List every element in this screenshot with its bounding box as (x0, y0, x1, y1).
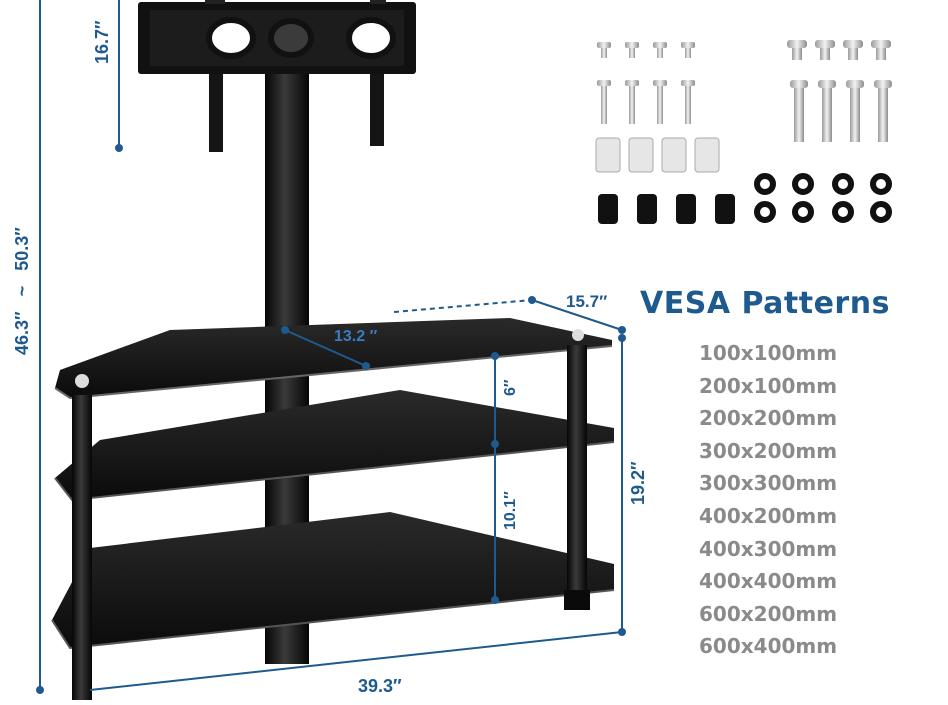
shelf-legs (72, 345, 590, 700)
label-lower-gap: 10.1″ (502, 491, 519, 530)
label-total-height-sep: ~ (12, 285, 32, 297)
dimension-line-height (36, 0, 44, 694)
label-inner-depth: 13.2 ″ (334, 328, 378, 345)
vesa-pattern-item: 300x200mm (699, 438, 838, 463)
label-total-height-max: 50.3″ (12, 227, 32, 271)
label-upper-gap: 6″ (502, 379, 519, 396)
dimension-lines-shelves (89, 296, 626, 691)
vesa-pattern-item: 200x200mm (699, 406, 838, 431)
label-top-shelf-depth: 15.7″ (566, 292, 608, 311)
vesa-pattern-item: 100x100mm (699, 341, 838, 365)
vesa-pattern-item: 600x400mm (699, 634, 838, 659)
vesa-pattern-item: 400x300mm (699, 536, 838, 561)
dimension-line-mount (115, 0, 123, 152)
vesa-pattern-item: 200x100mm (699, 373, 838, 398)
vesa-pattern-item: 400x400mm (699, 569, 838, 594)
vesa-pattern-item: 600x200mm (699, 601, 838, 626)
vesa-pattern-list: 100x100mm 200x100mm 200x200mm 300x200mm … (699, 337, 837, 663)
vesa-pattern-item: 300x300mm (699, 471, 838, 496)
label-shelf-height: 19.2″ (628, 461, 648, 505)
top-shelf (54, 318, 613, 400)
label-width: 39.3″ (358, 676, 402, 696)
hardware-kit (595, 40, 892, 224)
label-total-height-min: 46.3″ (12, 311, 32, 355)
middle-shelf (54, 390, 615, 502)
vesa-pattern-item: 400x200mm (699, 503, 838, 528)
label-mount-height: 16.7″ (92, 20, 112, 64)
bottom-shelf (51, 512, 615, 650)
vesa-title: VESA Patterns (640, 286, 890, 321)
label-total-height: 46.3″ ~ 50.3″ (12, 227, 33, 355)
tv-mount-bracket (138, 0, 416, 152)
